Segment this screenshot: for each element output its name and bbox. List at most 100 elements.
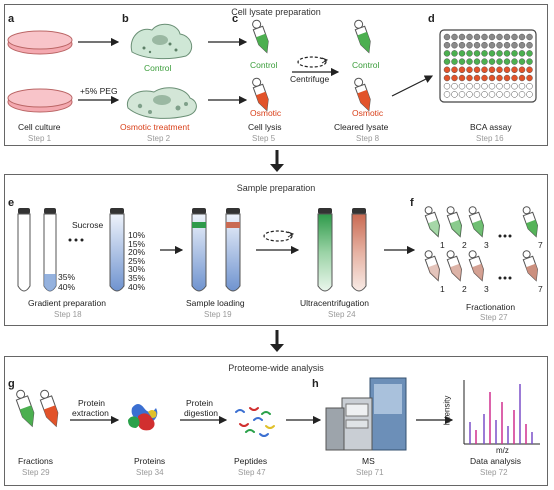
well xyxy=(451,66,458,74)
ellipsis-icon xyxy=(498,234,512,280)
caption-step8: Step 8 xyxy=(356,134,380,143)
well xyxy=(473,74,481,82)
well xyxy=(518,58,526,65)
well xyxy=(443,66,451,74)
gradient-percent: 25% xyxy=(128,255,146,266)
mz-axis-label: m/z xyxy=(496,446,509,455)
control-label-b: Control xyxy=(144,63,172,73)
well xyxy=(526,50,533,57)
fraction-tube-icon xyxy=(468,250,484,282)
panel-title: Cell lysate preparation xyxy=(231,7,321,17)
well xyxy=(443,33,451,41)
fraction-tube-icon xyxy=(39,389,59,428)
well xyxy=(458,66,466,74)
well xyxy=(458,33,466,41)
gradient-percent: 15% xyxy=(128,238,146,249)
well xyxy=(503,74,511,82)
well xyxy=(473,33,481,41)
cell-osmotic-icon xyxy=(126,87,197,119)
well xyxy=(496,82,503,90)
well xyxy=(518,41,526,49)
well xyxy=(458,82,466,90)
well xyxy=(511,33,518,41)
pct-40: 40% xyxy=(58,282,76,292)
well xyxy=(518,33,526,41)
sucrose-label: Sucrose xyxy=(72,220,104,230)
control-label-c: Control xyxy=(250,60,278,70)
pct-35: 35% xyxy=(58,272,76,282)
caption-bca: BCA assay xyxy=(470,122,512,132)
caption-step2: Step 2 xyxy=(147,134,171,143)
control-label-cleared: Control xyxy=(352,60,380,70)
loaded-tube-red-icon xyxy=(225,208,241,292)
well xyxy=(526,91,533,98)
label-b: b xyxy=(122,13,129,25)
well xyxy=(488,50,496,57)
well xyxy=(451,33,458,41)
caption-ultra: Ultracentrifugation xyxy=(300,298,369,308)
tube-control-icon xyxy=(252,19,269,54)
caption-step5: Step 5 xyxy=(252,134,276,143)
protein-extraction-label-2: extraction xyxy=(72,408,109,418)
well xyxy=(518,50,526,57)
tube-osmotic-icon xyxy=(252,77,269,112)
well xyxy=(443,82,451,90)
mass-spectrometer-icon xyxy=(325,377,407,451)
fraction-number: 7 xyxy=(538,240,543,250)
well xyxy=(511,58,518,65)
caption-proteins: Proteins xyxy=(134,456,166,466)
protein-digestion-label-1: Protein xyxy=(186,398,213,408)
ellipsis-icon xyxy=(68,238,84,242)
centrifuge-tube-empty-icon xyxy=(17,208,31,292)
well xyxy=(511,41,518,49)
well xyxy=(526,33,533,41)
protein-digestion-label-2: digestion xyxy=(184,408,219,418)
well xyxy=(451,41,458,49)
well xyxy=(526,74,533,82)
fraction-number: 1 xyxy=(440,284,445,294)
well xyxy=(473,58,481,65)
osmotic-label-cleared: Osmotic xyxy=(352,108,384,118)
gradient-percent: 20% xyxy=(128,247,146,258)
well xyxy=(511,74,518,82)
fraction-tube-icon xyxy=(446,206,462,238)
well xyxy=(458,41,466,49)
well xyxy=(466,82,473,90)
fraction-number: 3 xyxy=(484,240,489,250)
well xyxy=(526,41,533,49)
loaded-tube-green-icon xyxy=(191,208,207,292)
caption-loading: Sample loading xyxy=(186,298,245,308)
label-c: c xyxy=(232,13,239,25)
fraction-tube-icon xyxy=(424,206,440,238)
well xyxy=(526,58,533,65)
well xyxy=(496,58,503,65)
caption-cell-lysis: Cell lysis xyxy=(248,122,282,132)
well xyxy=(481,74,488,82)
well xyxy=(481,50,488,57)
caption-cell-culture: Cell culture xyxy=(18,122,61,132)
caption-ms: MS xyxy=(362,456,375,466)
well xyxy=(496,91,503,98)
caption-step1: Step 1 xyxy=(28,134,52,143)
fraction-tubes-green xyxy=(424,206,538,238)
caption-step71: Step 71 xyxy=(356,468,384,477)
well xyxy=(518,91,526,98)
gradient-percent: 35% xyxy=(128,273,146,283)
well xyxy=(503,41,511,49)
caption-step34: Step 34 xyxy=(136,468,164,477)
well xyxy=(496,50,503,57)
centrifuge-label: Centrifuge xyxy=(290,74,330,84)
well xyxy=(451,82,458,90)
centrifuge-icon xyxy=(263,230,295,242)
caption-step29: Step 29 xyxy=(22,468,50,477)
fraction-tube-icon xyxy=(522,206,538,238)
caption-fractionation: Fractionation xyxy=(466,302,516,312)
well xyxy=(466,33,473,41)
well xyxy=(451,74,458,82)
cell-control-icon xyxy=(130,23,193,60)
well xyxy=(451,58,458,65)
label-f: f xyxy=(410,197,414,209)
label-h: h xyxy=(312,378,319,390)
well xyxy=(451,91,458,98)
peg-label: +5% PEG xyxy=(80,86,118,96)
